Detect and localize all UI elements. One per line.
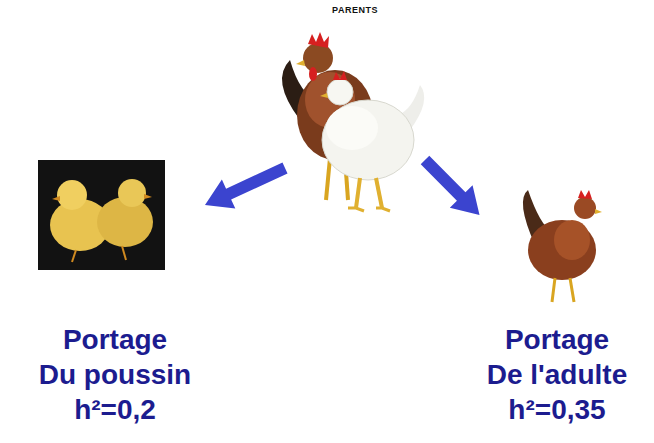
parents-illustration [282,32,424,211]
group-label: PARENTS [285,4,425,16]
trait-label: h²=0,35 [480,392,635,427]
trait-label: De l'adulte [480,357,635,392]
trait-label: Portage [25,322,205,357]
adult-hen [523,190,602,302]
block-arrow [205,163,288,209]
trait-label: h²=0,2 [25,392,205,427]
offspring-node: PortageDu poussinh²=0,2 [25,158,205,431]
offspring-node: PortageDe l'adulteh²=0,35 [480,188,635,431]
parents-node: PARENTS [285,4,425,216]
trait-label: Du poussin [25,357,205,392]
trait-label: Portage [480,322,635,357]
chicks-photo [38,160,165,270]
block-arrow [421,156,480,215]
